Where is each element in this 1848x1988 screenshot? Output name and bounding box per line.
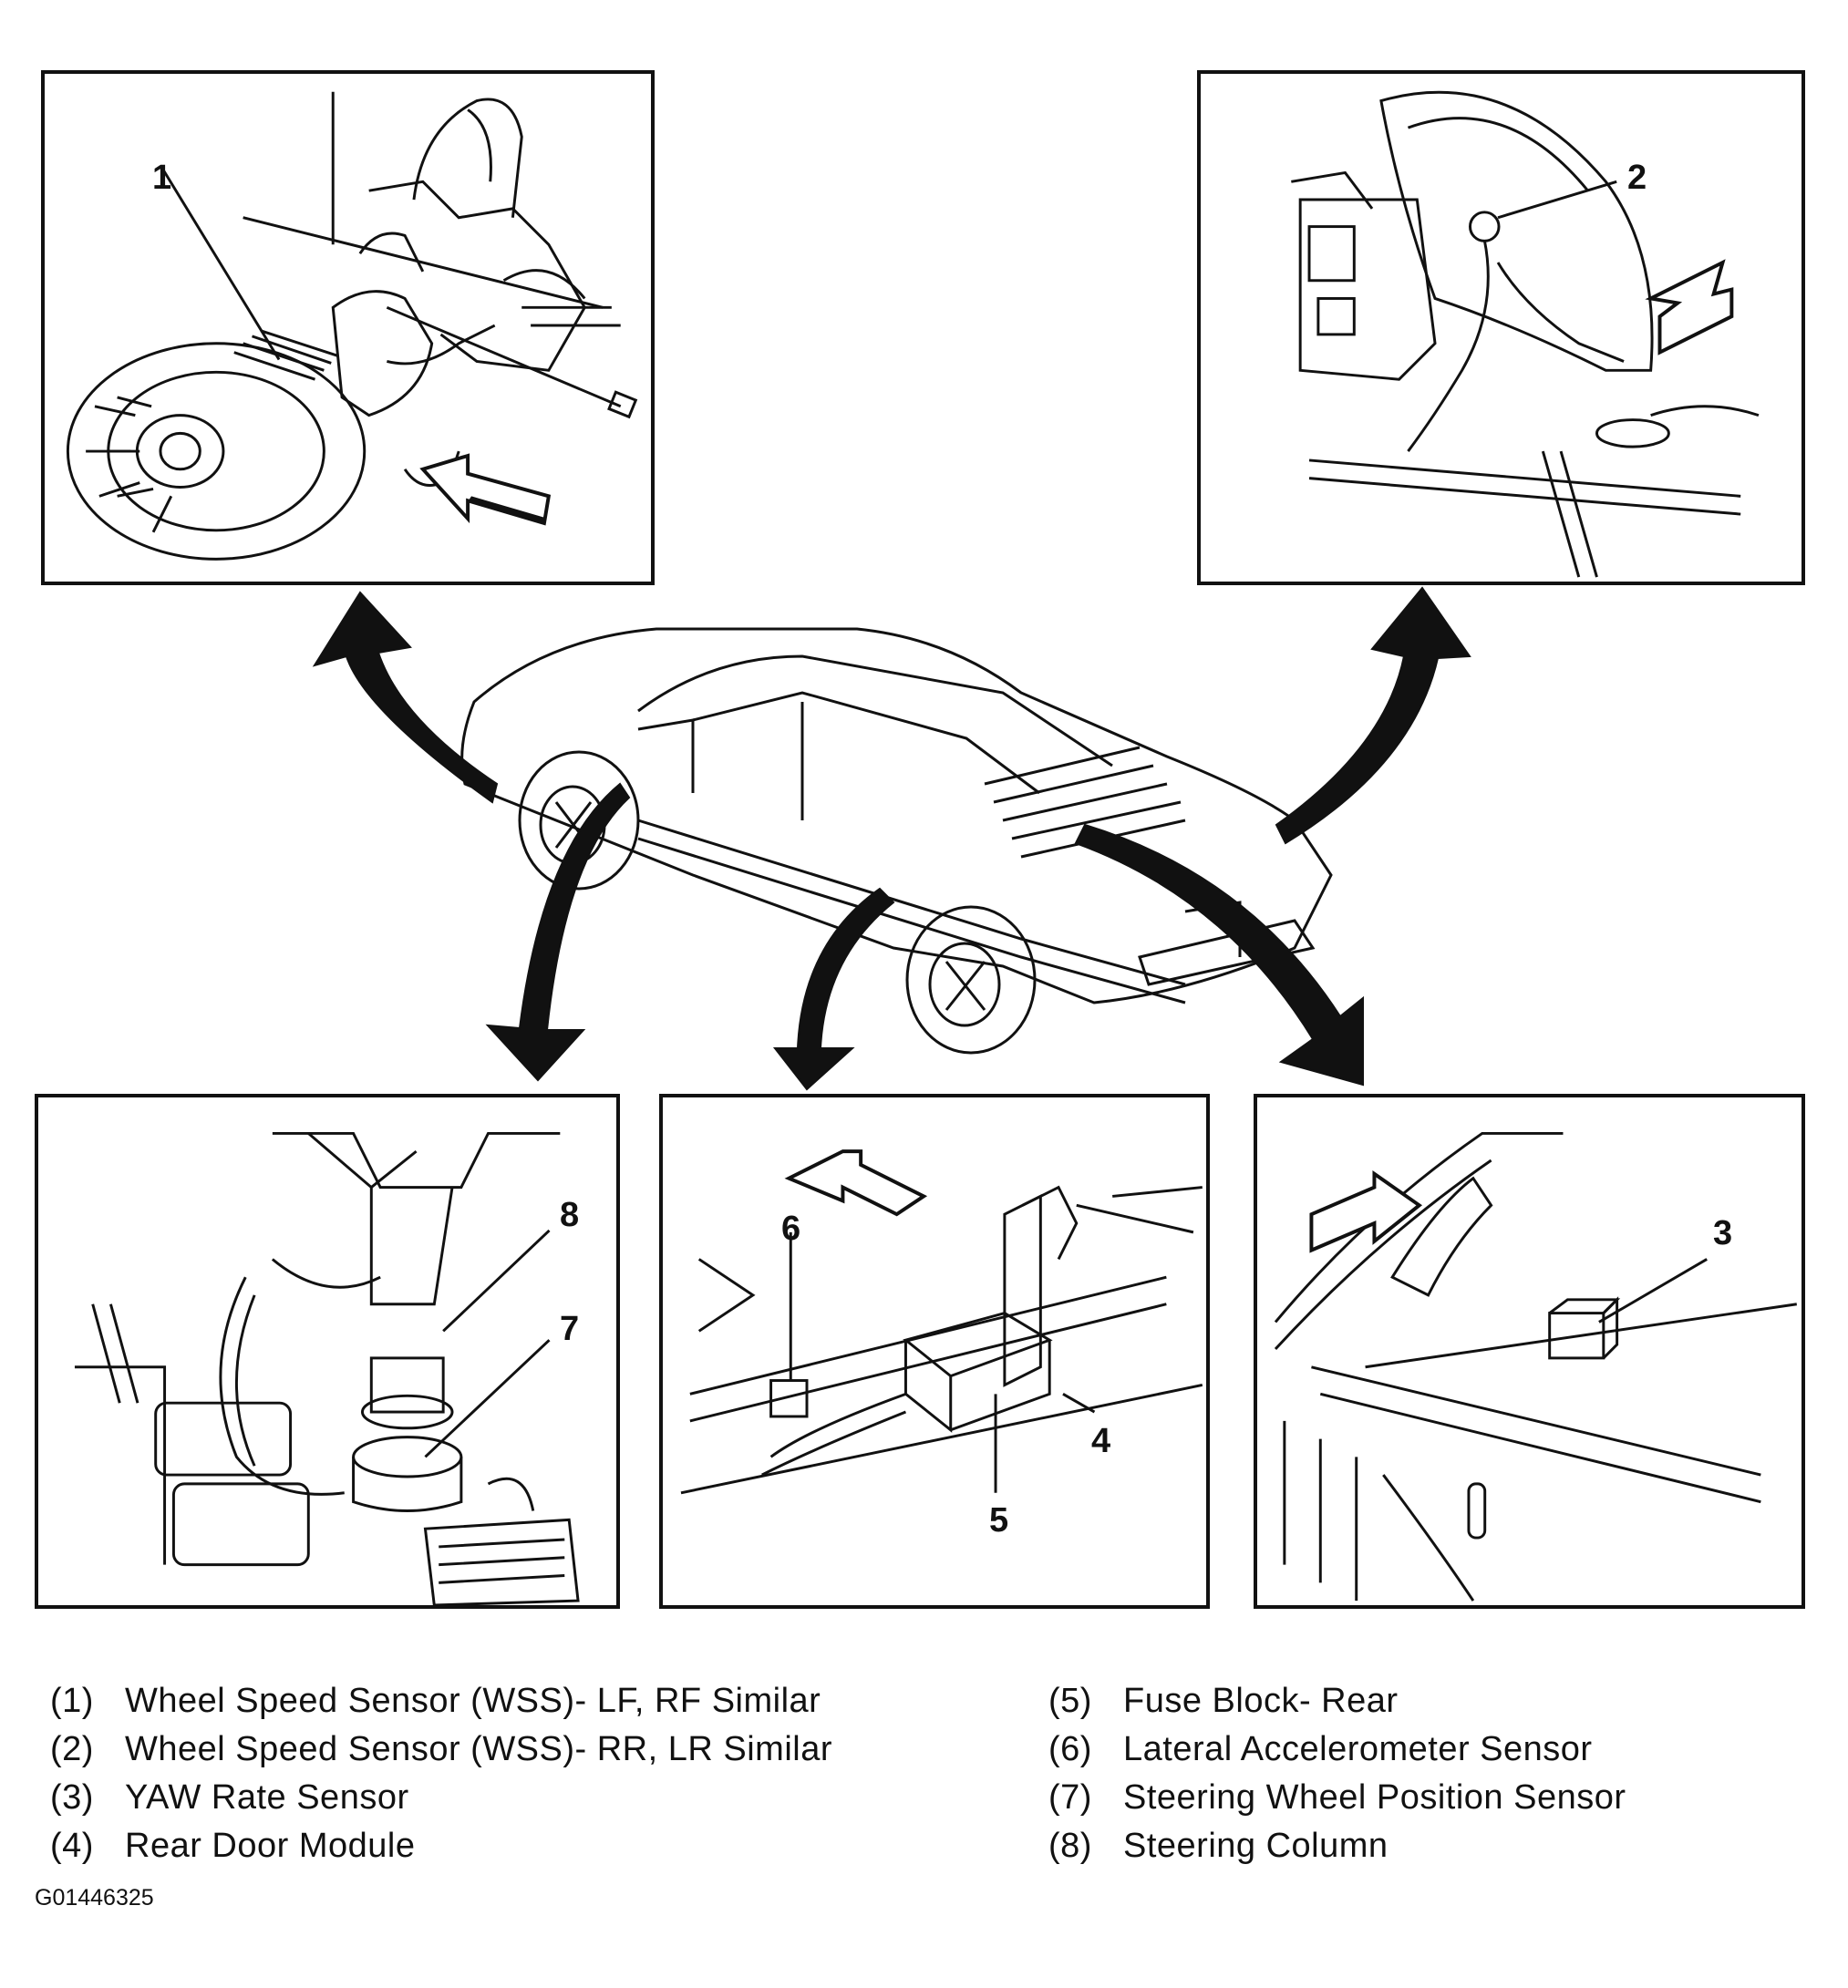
legend-label: Wheel Speed Sensor (WSS)- LF, RF Similar [125, 1682, 821, 1720]
legend-item: (4) Rear Door Module [50, 1822, 832, 1870]
callout-5: 5 [989, 1501, 1009, 1540]
rear-wheel-hub-illustration [1291, 90, 1760, 578]
legend-label: Lateral Accelerometer Sensor [1123, 1730, 1593, 1768]
legend-number: (2) [50, 1730, 94, 1768]
legend-label: YAW Rate Sensor [125, 1778, 409, 1817]
callout-8: 8 [560, 1196, 580, 1234]
legend-number: (6) [1048, 1730, 1092, 1768]
callout-2: 2 [1627, 159, 1647, 197]
callout-4: 4 [1091, 1422, 1111, 1460]
legend-number: (8) [1048, 1827, 1092, 1865]
panel-rear-wheel-speed-sensor: 2 [1197, 70, 1805, 585]
legend-label: Rear Door Module [125, 1827, 416, 1865]
callout-arrows [312, 586, 1471, 1091]
legend-right: (5) Fuse Block- Rear (6) Lateral Accelerom… [1048, 1677, 1626, 1870]
legend-item: (1) Wheel Speed Sensor (WSS)- LF, RF Simi… [50, 1677, 832, 1725]
floor-harness-illustration [680, 1149, 1203, 1495]
panel-steering-column: 8 7 [35, 1094, 620, 1609]
callout-1: 1 [152, 159, 172, 197]
callout-7: 7 [560, 1310, 580, 1348]
panel-front-wheel-speed-sensor: 1 [41, 70, 655, 585]
legend-number: (5) [1048, 1682, 1092, 1720]
figure-id: G01446325 [35, 1885, 154, 1911]
legend-item: (5) Fuse Block- Rear [1048, 1677, 1626, 1725]
legend-number: (1) [50, 1682, 94, 1720]
legend-label: Fuse Block- Rear [1123, 1682, 1399, 1720]
legend-item: (2) Wheel Speed Sensor (WSS)- RR, LR Simi… [50, 1725, 832, 1774]
trunk-floor-illustration [1274, 1131, 1798, 1602]
legend-number: (4) [50, 1827, 94, 1865]
panel-rear-door-module: 6 4 5 [659, 1094, 1210, 1609]
steering-column-illustration [74, 1131, 580, 1605]
legend-item: (7) Steering Wheel Position Sensor [1048, 1774, 1626, 1822]
front-wheel-hub-illustration [66, 91, 638, 561]
legend-number: (7) [1048, 1778, 1092, 1817]
legend-label: Steering Column [1123, 1827, 1389, 1865]
legend-left: (1) Wheel Speed Sensor (WSS)- LF, RF Simi… [50, 1677, 832, 1870]
legend-label: Steering Wheel Position Sensor [1123, 1778, 1626, 1817]
legend-number: (3) [50, 1778, 94, 1817]
legend-item: (3) YAW Rate Sensor [50, 1774, 832, 1822]
legend-item: (8) Steering Column [1048, 1822, 1626, 1870]
callout-3: 3 [1713, 1214, 1733, 1252]
panel-yaw-rate-sensor: 3 [1254, 1094, 1805, 1609]
legend-label: Wheel Speed Sensor (WSS)- RR, LR Similar [125, 1730, 832, 1768]
legend-item: (6) Lateral Accelerometer Sensor [1048, 1725, 1626, 1774]
callout-6: 6 [781, 1210, 801, 1248]
